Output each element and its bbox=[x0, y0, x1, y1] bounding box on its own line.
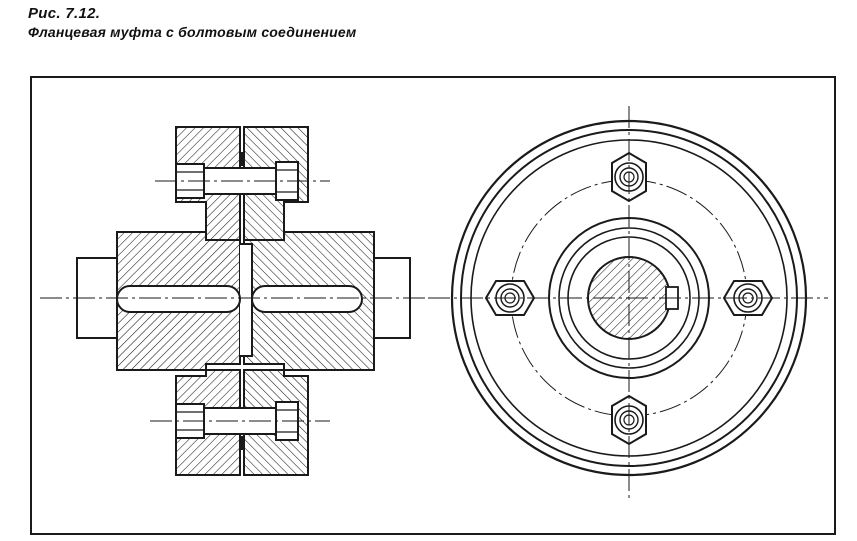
figure-title: Фланцевая муфта с болтовым соединением bbox=[28, 24, 357, 40]
end-view-centerlines bbox=[428, 106, 828, 500]
keyway bbox=[116, 285, 363, 313]
figure-number: Рис. 7.12. bbox=[28, 5, 101, 22]
end-view bbox=[428, 106, 828, 500]
figure-caption: Рис. 7.12. Фланцевая муфта с болтовым со… bbox=[28, 4, 356, 41]
section-view bbox=[40, 126, 428, 476]
drawing-frame bbox=[30, 76, 836, 535]
bolt-head-right bbox=[722, 280, 774, 316]
section-centerlines bbox=[40, 180, 428, 422]
